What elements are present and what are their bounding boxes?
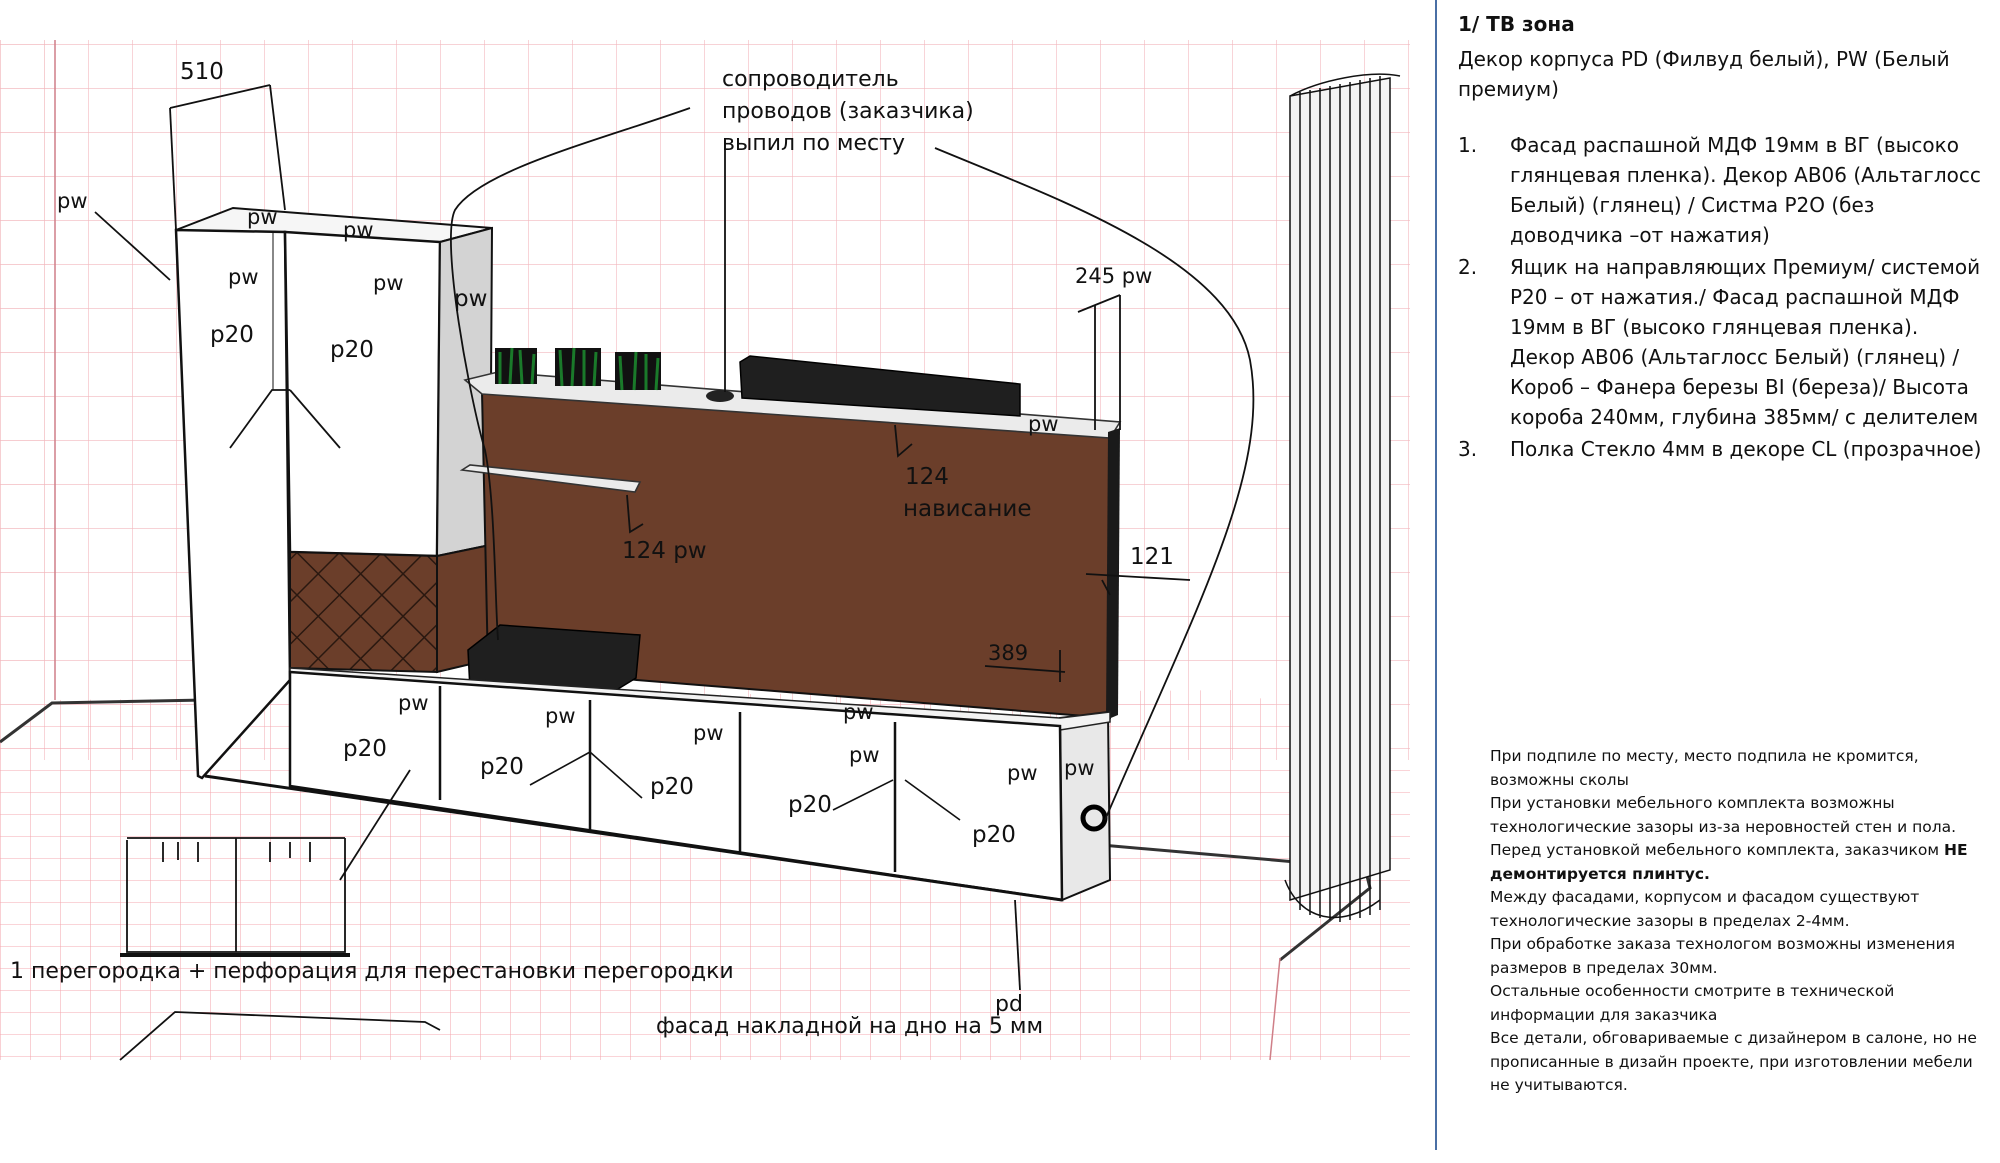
- label-pw: pw: [693, 721, 724, 745]
- label-p20: p20: [210, 322, 254, 348]
- tall-cabinet-right-door: [283, 230, 442, 558]
- label-pw: pw: [57, 189, 88, 213]
- label-p20: p20: [650, 774, 694, 800]
- note-text: Перед установкой мебельного комплекта, з…: [1490, 839, 1995, 886]
- label-pw: pw: [1028, 412, 1059, 436]
- spec-item-number: 1.: [1458, 133, 1478, 157]
- note-text: При обработке заказа технологом возможны…: [1490, 935, 1956, 977]
- panel-divider: [1435, 0, 1437, 1150]
- drawing-canvas: [0, 40, 1410, 1061]
- label-pw: pw: [398, 691, 429, 715]
- wine-lattice: [289, 550, 438, 674]
- label-pw: pw: [247, 205, 278, 229]
- right-column-stack: [1284, 73, 1401, 922]
- soundbar: [739, 355, 1021, 417]
- annotation-partition: 1 перегородка + перфорация для перестано…: [10, 959, 734, 984]
- label-p20: p20: [480, 754, 524, 780]
- spec-item: 3. Полка Стекло 4мм в декоре CL (прозрач…: [1458, 434, 1988, 464]
- label-pw: pw: [343, 218, 374, 242]
- baseboard: [0, 698, 206, 744]
- notes-panel: При подпиле по месту, место подпила не к…: [1490, 745, 1995, 1098]
- label-pw: pw: [454, 286, 488, 312]
- label-p20: p20: [343, 736, 387, 762]
- note-text: Остальные особенности смотрите в техниче…: [1490, 982, 1895, 1024]
- label-pd: pd: [995, 992, 1023, 1017]
- note-text-bold: НЕ демонтируется плинтус.: [1490, 841, 1968, 883]
- note-text: При подпиле по месту, место подпила не к…: [1490, 747, 1919, 789]
- annotation-facade-bottom: фасад накладной на дно на 5 мм: [656, 1014, 1044, 1039]
- note-text: Все детали, обговариваемые с дизайнером …: [1490, 1029, 1977, 1094]
- dim-124-pw: 124 pw: [622, 538, 707, 564]
- label-pw: pw: [545, 704, 576, 728]
- label-p20: p20: [972, 822, 1016, 848]
- label-pw: pw: [228, 265, 259, 289]
- left-wall: [0, 40, 55, 740]
- dim-245-pw: 245 pw: [1075, 264, 1153, 288]
- dim-510: 510: [180, 59, 224, 85]
- spec-item-text: Фасад распашной МДФ 19мм в ВГ (высоко гл…: [1510, 133, 1981, 247]
- spec-item-text: Ящик на направляющих Премиум/ системой Р…: [1510, 255, 1981, 429]
- spec-list: 1. Фасад распашной МДФ 19мм в ВГ (высоко…: [1458, 130, 1988, 464]
- spec-item-text: Полка Стекло 4мм в декоре CL (прозрачное…: [1510, 437, 1982, 461]
- wire-hole: [706, 390, 734, 402]
- spec-panel: 1/ ТВ зона Декор корпуса PD (Филвуд белы…: [1458, 12, 1988, 466]
- note-text: При установки мебельного комплекта возмо…: [1490, 794, 1957, 836]
- right-side-panel: [1106, 428, 1120, 720]
- spec-title: 1/ ТВ зона: [1458, 12, 1575, 36]
- label-overhang: нависание: [903, 496, 1032, 522]
- annotation-wire-channel: сопроводитель проводов (заказчика) выпил…: [722, 67, 974, 156]
- spec-item: 1. Фасад распашной МДФ 19мм в ВГ (высоко…: [1458, 130, 1988, 250]
- spec-item-number: 2.: [1458, 255, 1478, 279]
- note-text-part: Перед установкой мебельного комплекта, з…: [1490, 841, 1944, 859]
- label-pw: pw: [1007, 761, 1038, 785]
- note-text: Между фасадами, корпусом и фасадом сущес…: [1490, 888, 1920, 930]
- dim-121: 121: [1130, 544, 1174, 570]
- spec-item-number: 3.: [1458, 437, 1478, 461]
- furniture-drawing: 510 245 pw 124 нависание 124 pw 121 389 …: [0, 40, 1410, 1061]
- spec-decor: Декор корпуса PD (Филвуд белый), PW (Бел…: [1458, 47, 1950, 101]
- tall-cabinet-left-door: [174, 228, 292, 780]
- label-pw: pw: [843, 700, 874, 724]
- label-pw: pw: [849, 743, 880, 767]
- label-pw: pw: [373, 271, 404, 295]
- plant-decor: [495, 347, 661, 391]
- spec-item: 2. Ящик на направляющих Премиум/ системо…: [1458, 252, 1988, 432]
- middle-glass-shelf: [459, 464, 642, 493]
- dim-389: 389: [988, 641, 1029, 665]
- label-p20: p20: [330, 337, 374, 363]
- label-pw: pw: [1064, 756, 1095, 780]
- label-p20: p20: [788, 792, 832, 818]
- dim-124-overhang: 124: [905, 464, 949, 490]
